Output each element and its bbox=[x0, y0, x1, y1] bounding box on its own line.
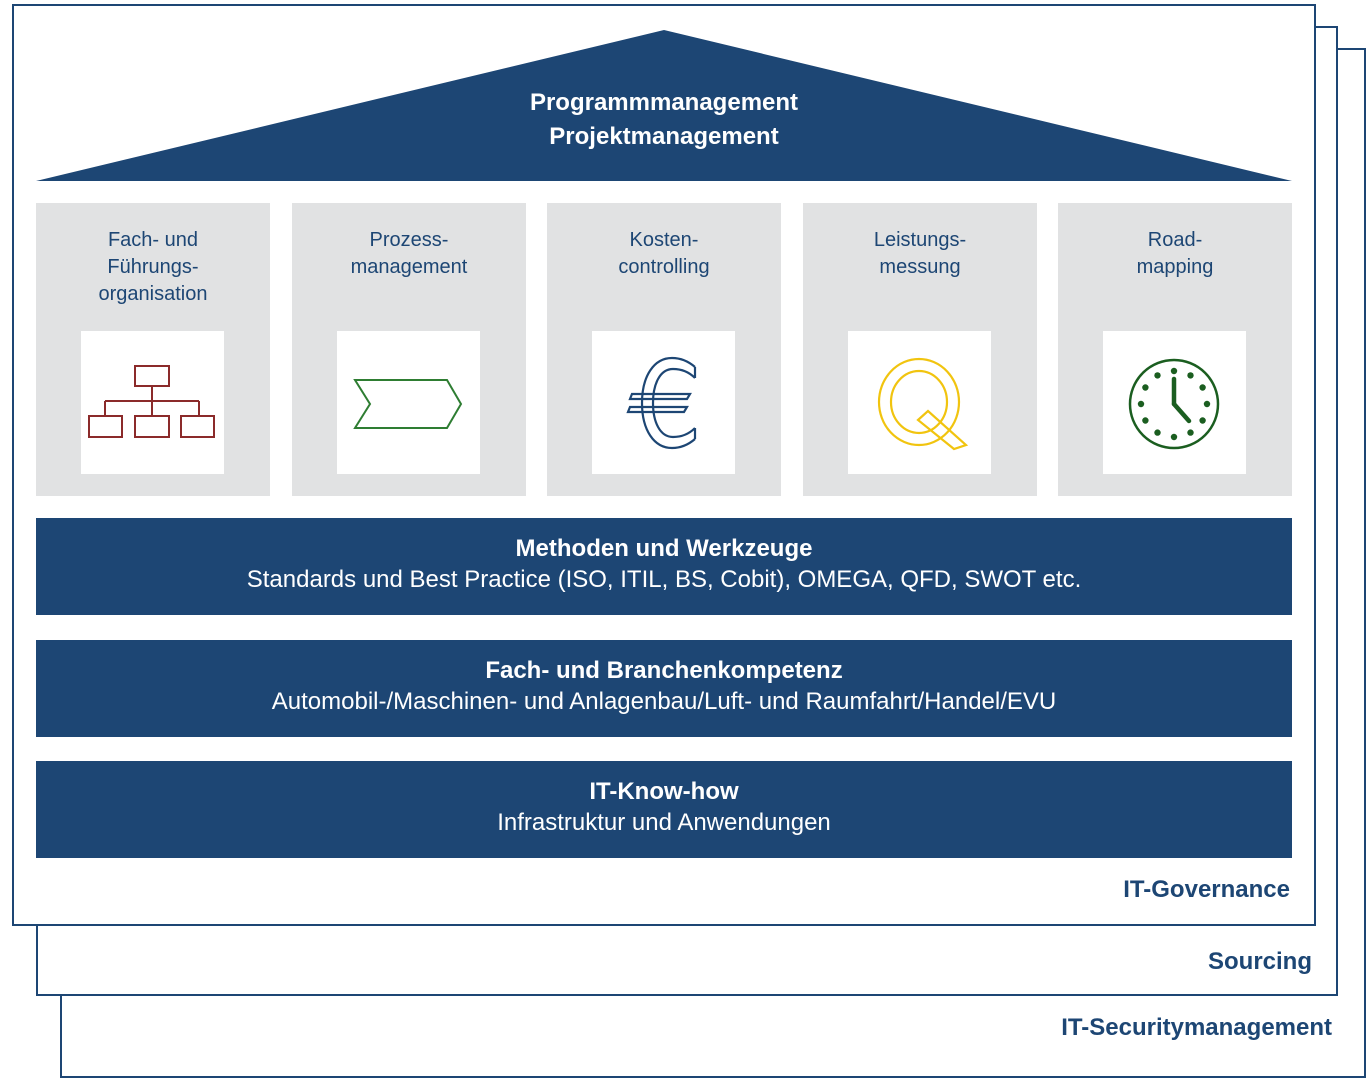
pillar-roadmapping: Road- mapping bbox=[1058, 203, 1292, 496]
pillar-icon-box bbox=[1103, 331, 1246, 474]
pillar-label: Leistungs- messung bbox=[873, 229, 967, 278]
pillar-label: Road- mapping bbox=[1136, 229, 1214, 278]
roof-title: Programmmanagement Projektmanagement bbox=[36, 86, 1292, 154]
pillar-icon-box bbox=[848, 331, 991, 474]
it-securitymanagement-label: IT-Securitymanagement bbox=[1061, 1014, 1332, 1041]
methods-title: Methoden und Werkzeuge bbox=[515, 535, 813, 562]
pillar-icon-box bbox=[337, 331, 480, 474]
pillar-label: Fach- und Führungs- organisation bbox=[98, 229, 208, 305]
roof-title-line2: Projektmanagement bbox=[549, 123, 779, 150]
clock-icon bbox=[1128, 358, 1220, 450]
industry-band: Fach- und Branchenkompetenz Automobil-/M… bbox=[36, 640, 1292, 737]
it-knowhow-subtitle: Infrastruktur und Anwendungen bbox=[497, 809, 831, 836]
pillar-label: Prozess- management bbox=[350, 229, 468, 278]
industry-subtitle: Automobil-/Maschinen- und Anlagenbau/Luf… bbox=[271, 688, 1057, 715]
roof-triangle bbox=[36, 30, 1292, 181]
sourcing-label: Sourcing bbox=[1207, 948, 1312, 975]
methods-band: Methoden und Werkzeuge Standards und Bes… bbox=[36, 518, 1292, 615]
euro-icon bbox=[626, 356, 697, 450]
pillar-label: Kosten- controlling bbox=[618, 229, 710, 278]
process-chevron-icon bbox=[353, 379, 463, 429]
it-knowhow-band: IT-Know-how Infrastruktur und Anwendunge… bbox=[36, 761, 1292, 858]
methods-subtitle: Standards und Best Practice (ISO, ITIL, … bbox=[246, 566, 1082, 593]
pillar-performance: Leistungs- messung bbox=[803, 203, 1037, 496]
it-governance-label: IT-Governance bbox=[1123, 876, 1290, 903]
pillar-icon-box bbox=[81, 331, 224, 474]
pillar-icon-box bbox=[592, 331, 735, 474]
pillar-process: Prozess- management bbox=[292, 203, 526, 496]
pillar-cost: Kosten- controlling bbox=[547, 203, 781, 496]
it-knowhow-title: IT-Know-how bbox=[589, 778, 739, 805]
industry-title: Fach- und Branchenkompetenz bbox=[485, 657, 843, 684]
pillar-organisation: Fach- und Führungs- organisation bbox=[36, 203, 270, 496]
roof-title-line1: Programmmanagement bbox=[529, 89, 799, 116]
quality-q-icon bbox=[877, 357, 969, 451]
org-chart-icon bbox=[88, 365, 215, 438]
